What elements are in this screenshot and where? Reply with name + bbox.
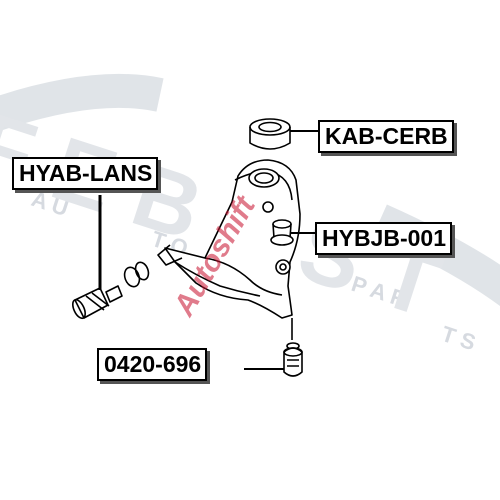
control-arm-part	[157, 159, 301, 319]
ball-joint-boot-part	[270, 219, 294, 246]
part-label-hybjb-001: HYBJB-001	[315, 222, 452, 255]
part-label-hyab-lans: HYAB-LANS	[12, 157, 159, 190]
leader-lines	[98, 130, 318, 370]
ball-joint-part	[283, 318, 303, 377]
top-bushing-part	[249, 118, 291, 150]
arm-bushing-part	[72, 261, 150, 320]
part-label-kab-cerb: KAB-CERB	[318, 120, 454, 153]
part-label-0420-696: 0420-696	[97, 348, 208, 381]
